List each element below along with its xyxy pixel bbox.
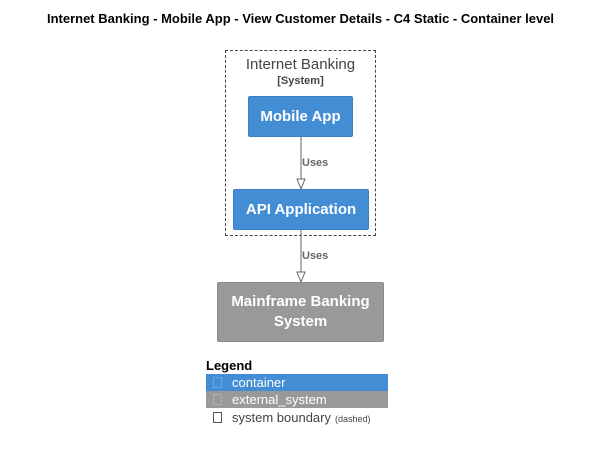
- legend-item-note: (dashed): [335, 414, 371, 424]
- mainframe-label-line-1: Mainframe Banking: [231, 293, 370, 310]
- boundary-name: Internet Banking: [245, 56, 356, 73]
- legend-title: Legend: [206, 358, 253, 373]
- boundary-type: [System]: [277, 75, 324, 87]
- container-api-application[interactable]: API Application: [233, 189, 369, 230]
- legend-item-label: external_system: [232, 392, 327, 407]
- legend-item-container: container: [206, 374, 388, 391]
- external-system-mainframe-label: Mainframe Banking System: [231, 292, 369, 332]
- container-mobile-app[interactable]: Mobile App: [248, 96, 353, 137]
- relation-label-api-to-mainframe: Uses: [302, 250, 329, 262]
- container-mobile-app-label: Mobile App: [260, 108, 341, 125]
- mainframe-label-line-2: System: [273, 313, 328, 330]
- container-api-application-label: API Application: [245, 201, 357, 218]
- legend-item-external-system: external_system: [206, 391, 388, 408]
- relation-arrowhead-api-to-mainframe: [296, 271, 306, 284]
- legend-swatch-external-icon: [213, 394, 222, 405]
- external-system-mainframe-banking[interactable]: Mainframe Banking System: [217, 282, 384, 342]
- relation-label-mobile-to-api: Uses: [302, 157, 329, 169]
- legend-item-system-boundary: system boundary (dashed): [206, 409, 388, 426]
- legend-swatch-boundary-icon: [213, 412, 222, 423]
- diagram-title: Internet Banking - Mobile App - View Cus…: [46, 11, 555, 26]
- legend-item-label: system boundary: [232, 410, 331, 425]
- legend-item-label: container: [232, 375, 286, 390]
- legend-swatch-container-icon: [213, 377, 222, 388]
